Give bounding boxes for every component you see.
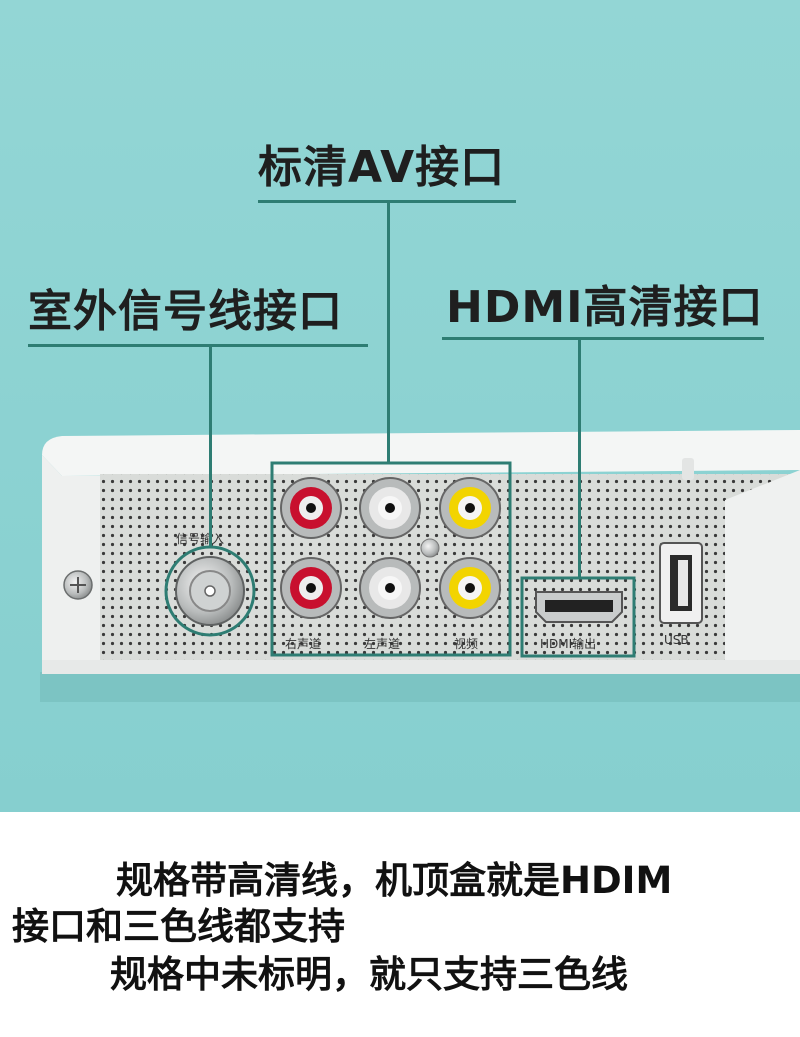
usb-port-tongue: [678, 560, 688, 606]
av-callout-text: 标清AV接口: [258, 142, 506, 193]
panel-notch: [682, 458, 694, 480]
av-callout-leader: [387, 200, 390, 463]
caption-line-1: 规格带高清线，机顶盒就是HDIM: [116, 859, 673, 902]
video-label: 视频: [454, 637, 479, 651]
set-top-box-illustration: [0, 0, 800, 812]
av-highlight-box: [270, 461, 512, 657]
antenna-callout-underline: [28, 344, 368, 347]
product-photo: 信号输入 右声道 左声道 视频 HDMI输出 USB 标清AV接口 室外信号线接…: [0, 0, 800, 812]
hdmi-callout-leader: [578, 337, 581, 578]
antenna-callout-text: 室外信号线接口: [28, 286, 343, 337]
screw-slot: [70, 577, 86, 593]
rca-jack-white-bottom: [359, 557, 421, 619]
caption-line-2: 接口和三色线都支持: [12, 905, 345, 948]
antenna-callout-leader: [209, 344, 212, 547]
rca-jack-red-bottom: [280, 557, 342, 619]
hdmi-highlight-box: [520, 576, 636, 658]
box-side-edge: [42, 455, 100, 664]
rca-jack-white-top: [359, 477, 421, 539]
rca-jack-yellow-top: [439, 477, 501, 539]
rca-jack-yellow-bottom: [439, 557, 501, 619]
usb-label: USB: [664, 633, 689, 647]
signal-input-label: 信号输入: [176, 532, 225, 546]
hdmi-port-slot: [545, 600, 613, 612]
right-label-area: [725, 470, 800, 660]
left-audio-label: 左声道: [364, 637, 401, 651]
box-bottom-edge: [42, 660, 800, 674]
box-top-shell: [42, 430, 800, 476]
caption-line-3: 规格中未标明，就只支持三色线: [110, 953, 628, 996]
right-audio-label: 右声道: [285, 637, 322, 651]
box-shadow: [40, 672, 800, 702]
antenna-highlight-ring: [164, 545, 256, 637]
antenna-port-pin: [204, 585, 216, 597]
hdmi-out-label: HDMI输出: [540, 637, 597, 651]
panel-screw: [420, 538, 440, 558]
hdmi-callout-underline: [442, 337, 764, 340]
rca-jack-red-top: [280, 477, 342, 539]
hdmi-callout-text: HDMI高清接口: [446, 282, 764, 333]
